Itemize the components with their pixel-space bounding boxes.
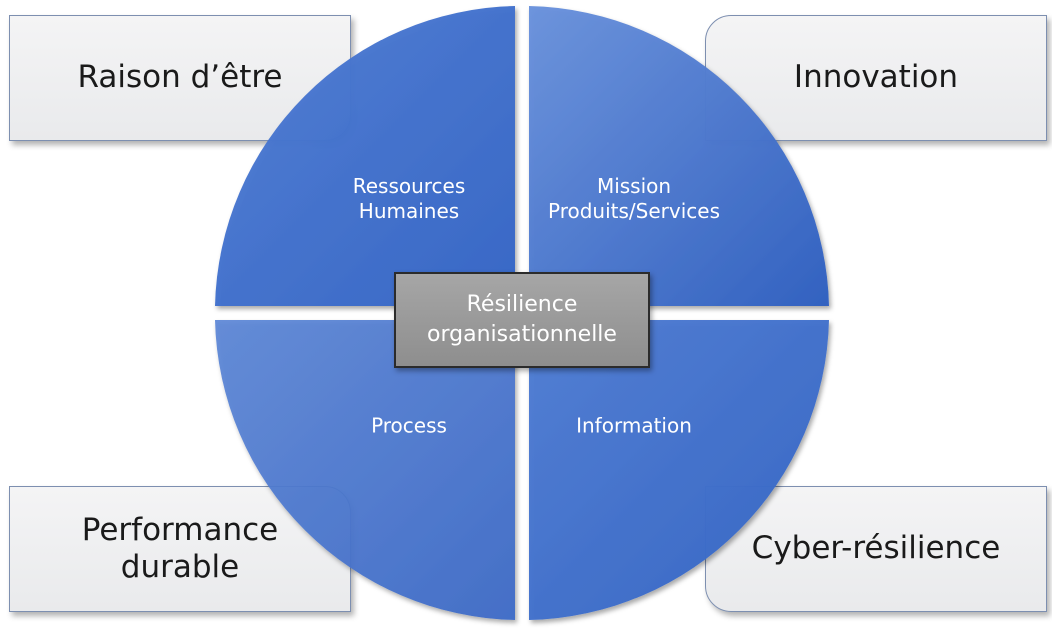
- corner-label-top-right: Innovation: [793, 59, 959, 96]
- quadrant-label-top-left-line-2: Humaines: [358, 199, 460, 223]
- corner-label-bottom-left-line-2: durable: [120, 549, 240, 585]
- center-label: Résilience organisationnelle: [427, 290, 617, 350]
- quadrant-bottom-left: [215, 320, 515, 620]
- quadrant-label-bottom-left: Process: [371, 413, 447, 438]
- quadrant-label-top-left: Ressources Humaines: [353, 174, 466, 224]
- quadrant-label-top-right-line-1: Mission: [596, 174, 672, 198]
- corner-box-top-right: Innovation: [705, 15, 1047, 141]
- quadrant-bottom-right: [529, 320, 829, 620]
- quadrant-label-top-right: Mission Produits/Services: [548, 174, 720, 224]
- center-box: Résilience organisationnelle: [394, 272, 650, 368]
- corner-box-bottom-right: Cyber-résilience: [705, 486, 1047, 612]
- corner-label-bottom-left: Performance durable: [82, 512, 278, 586]
- quadrant-top-right: [529, 6, 829, 306]
- quadrant-label-bottom-right: Information: [576, 413, 692, 438]
- center-label-line-2: organisationnelle: [427, 322, 617, 347]
- quadrant-label-top-right-line-2: Produits/Services: [548, 199, 720, 223]
- corner-box-top-left: Raison d’être: [9, 15, 351, 141]
- corner-label-bottom-left-line-1: Performance: [81, 511, 279, 548]
- quadrant-top-left: [215, 6, 515, 306]
- quadrant-label-top-left-line-1: Ressources: [352, 174, 466, 198]
- corner-label-bottom-right: Cyber-résilience: [751, 530, 1001, 567]
- center-label-line-1: Résilience: [466, 292, 578, 317]
- corner-label-top-left: Raison d’être: [77, 59, 283, 96]
